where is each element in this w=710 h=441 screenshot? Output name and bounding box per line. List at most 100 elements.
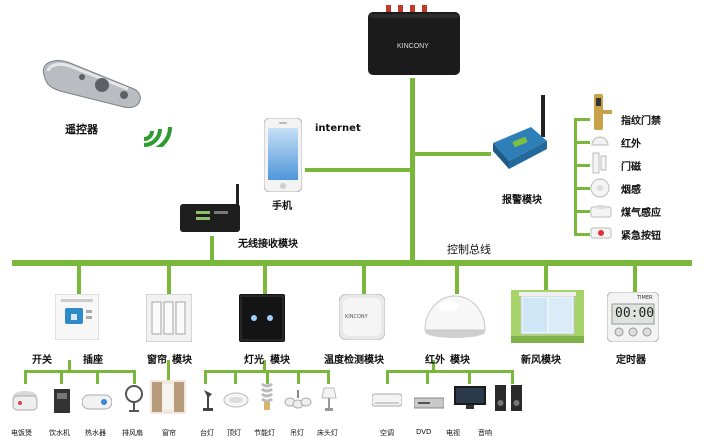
- curtain-window-icon: [150, 380, 186, 414]
- remote-label: 遥控器: [65, 123, 98, 136]
- alarm-item-label: 煤气感应: [621, 208, 661, 219]
- smartphone-image: [263, 117, 303, 193]
- smoke-detector-icon: [590, 178, 610, 198]
- infrared-sensor-icon: [591, 131, 609, 146]
- drop-switch: [77, 264, 81, 294]
- alarm-item-label: 烟感: [621, 185, 641, 196]
- chandelier-icon: [284, 390, 312, 410]
- drop-ir: [455, 264, 459, 294]
- control-bus-main: [12, 260, 692, 266]
- temp-sensor-brand-label: KINCONY: [345, 314, 368, 320]
- alarm-branch-5: [574, 210, 590, 213]
- phone-label: 手机: [272, 201, 292, 212]
- module-temperature-label: 温度检测模块: [324, 355, 384, 366]
- appliance-label: 饮水机: [49, 429, 70, 437]
- stub: [204, 370, 207, 384]
- fresh-air-window-image: [511, 290, 584, 343]
- television-icon: [454, 386, 486, 410]
- sub-drop-light: [263, 360, 266, 372]
- alarm-branch-6: [574, 233, 590, 236]
- stub: [60, 370, 63, 384]
- energy-saving-bulb-icon: [259, 382, 275, 412]
- drop-light: [263, 264, 267, 294]
- module-switch-label: 开关: [32, 355, 52, 366]
- internet-label: internet: [315, 123, 361, 134]
- bedside-lamp-icon: [321, 386, 337, 412]
- water-dispenser-icon: [53, 388, 71, 414]
- module-curtain-label: 窗帘: [147, 355, 167, 366]
- appliance-label: 排风扇: [122, 429, 143, 437]
- module-light-label: 灯光: [244, 355, 264, 366]
- stub: [426, 370, 429, 384]
- hub-drop-line: [410, 78, 415, 262]
- sub-drop-curtain: [167, 360, 170, 382]
- appliance-label: 热水器: [85, 429, 106, 437]
- dvd-player-icon: [413, 394, 445, 409]
- alarm-link-line: [413, 152, 491, 156]
- appliance-label: 顶灯: [227, 429, 241, 437]
- stub: [266, 370, 269, 384]
- alarm-module-label: 报警模块: [502, 195, 542, 206]
- ceiling-light-icon: [223, 392, 249, 408]
- gas-sensor-icon: [589, 203, 613, 221]
- alarm-branch-1: [574, 118, 590, 121]
- module-fresh-air-label: 新风模块: [521, 355, 561, 366]
- module-timer-label: 定时器: [616, 355, 646, 366]
- sub-bus-ir: [386, 370, 514, 373]
- module-ir-label: 红外: [425, 355, 445, 366]
- timer-display: 00:00: [615, 306, 655, 321]
- appliance-label: 吊灯: [290, 429, 304, 437]
- alarm-item-label: 红外: [621, 139, 641, 150]
- sub-bus-switch: [24, 370, 136, 373]
- timer-brand-label: TIMER: [637, 295, 653, 301]
- desk-lamp-icon: [200, 388, 216, 412]
- wireless-drop-line: [210, 236, 214, 262]
- sub-drop-switch: [68, 360, 71, 372]
- appliance-label: 音响: [478, 429, 492, 437]
- alarm-branch-3: [574, 164, 590, 167]
- wireless-receiver-label: 无线接收模块: [238, 239, 298, 250]
- wireless-signal-icon: [138, 105, 180, 153]
- appliance-label: 空调: [380, 429, 394, 437]
- module-light-suffix-label: 模块: [270, 355, 290, 366]
- rice-cooker-icon: [12, 390, 38, 412]
- kincony-controller: KINCONY: [368, 5, 460, 75]
- wireless-receiver-image: [178, 184, 246, 236]
- internet-line: [305, 168, 411, 172]
- appliance-label: 电饭煲: [11, 429, 32, 437]
- curtain-switch-panel-image: [145, 293, 193, 343]
- stub: [468, 370, 471, 384]
- temperature-sensor-image: KINCONY: [338, 293, 386, 341]
- stub: [386, 370, 389, 384]
- emergency-button-icon: [589, 225, 613, 241]
- module-curtain-suffix-label: 模块: [172, 355, 192, 366]
- stub: [327, 370, 330, 384]
- alarm-item-label: 门磁: [621, 162, 641, 173]
- switch-socket-panel-image: [54, 293, 100, 341]
- stub: [511, 370, 514, 384]
- speaker-icon: [494, 384, 524, 412]
- alarm-item-label: 紧急按钮: [621, 231, 661, 242]
- drop-fresh-air: [544, 264, 548, 294]
- stub: [96, 370, 99, 384]
- stub: [234, 370, 237, 384]
- door-magnet-icon: [592, 152, 608, 174]
- control-bus-label: 控制总线: [447, 243, 491, 256]
- hub-brand-label: KINCONY: [397, 43, 429, 50]
- air-conditioner-icon: [371, 392, 403, 407]
- module-ir-suffix-label: 模块: [450, 355, 470, 366]
- appliance-label: DVD: [416, 428, 432, 436]
- remote-control-image: [36, 55, 148, 117]
- appliance-label: 节能灯: [254, 429, 275, 437]
- stub: [297, 370, 300, 384]
- appliance-label: 台灯: [200, 429, 214, 437]
- stub: [133, 370, 136, 384]
- stub: [24, 370, 27, 384]
- water-heater-icon: [81, 394, 113, 410]
- timer-device-image: TIMER 00:00: [606, 291, 660, 343]
- appliance-label: 电视: [446, 429, 460, 437]
- drop-curtain: [167, 264, 171, 294]
- sub-drop-ir: [432, 360, 435, 372]
- ir-dome-sensor-image: [422, 292, 488, 340]
- appliance-label: 床头灯: [317, 429, 338, 437]
